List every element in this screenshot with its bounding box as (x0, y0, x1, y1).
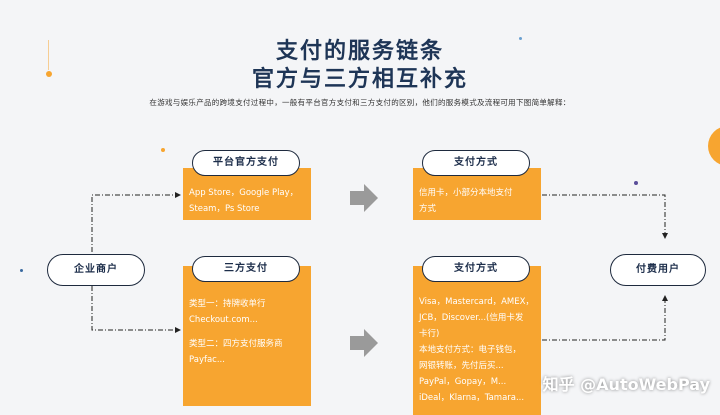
arrow-right-icon (350, 184, 378, 212)
decor-dot (519, 37, 522, 40)
connector-method-bottom-to-user (542, 295, 668, 341)
watermark: 知乎 @AutoWebPay (542, 375, 710, 394)
decor-dot (20, 269, 23, 272)
merchant-node: 企业商户 (47, 254, 145, 286)
platform-payment-panel: App Store，Google Play， Steam，Ps Store (183, 168, 311, 220)
platform-payment-node: 平台官方支付 (192, 150, 300, 176)
panel-line: Visa，Mastercard，AMEX， (419, 297, 534, 307)
panel-line (189, 328, 305, 336)
panel-line: 本地支付方式：电子钱包， (419, 345, 522, 355)
panel-line: 网银转账，先付后买... (419, 361, 504, 371)
panel-line: 类型二：四方支付服务商 (189, 339, 283, 349)
decor-dot (46, 71, 52, 77)
page-title-line2: 官方与三方相互补充 (251, 67, 468, 92)
intro-text: 在游戏与娱乐产品的跨境支付过程中，一般有平台官方支付和三方支付的区别，他们的服务… (149, 98, 571, 107)
third-party-payment-node: 三方支付 (192, 256, 300, 282)
payment-method-top-panel: 信用卡，小部分本地支付 方式 (413, 168, 541, 220)
page-title-line1: 支付的服务链条 (275, 39, 444, 64)
arrow-right-icon (350, 329, 378, 357)
panel-line: 方式 (419, 204, 437, 214)
panel-line: JCB，Discover...(信用卡发 (419, 313, 524, 323)
paying-user-node: 付费用户 (610, 254, 706, 286)
payment-method-bottom-node: 支付方式 (422, 256, 530, 282)
third-party-payment-panel: 类型一：持牌收单行 Checkout.com... 类型二：四方支付服务商 Pa… (183, 266, 311, 406)
panel-line: App Store，Google Play， (189, 188, 299, 198)
panel-line: Payfac... (189, 355, 225, 365)
connector-method-top-to-user (542, 194, 668, 239)
panel-line: 卡行) (419, 329, 440, 339)
panel-line: Steam，Ps Store (189, 204, 260, 214)
decor-dot (708, 126, 720, 166)
panel-line: 类型一：持牌收单行 (189, 299, 266, 309)
decor-line (48, 40, 49, 70)
panel-line: Checkout.com... (189, 315, 258, 325)
panel-line: PayPal，Gopay，M... (419, 377, 507, 387)
panel-line: iDeal，Klarna，Tamara... (419, 393, 525, 403)
connector-merchant-to-platform (91, 192, 181, 252)
decor-dot (161, 148, 165, 152)
payment-method-top-node: 支付方式 (422, 150, 530, 176)
panel-line: 信用卡，小部分本地支付 (419, 188, 513, 198)
decor-dot (634, 181, 638, 185)
connector-merchant-to-thirdparty (91, 286, 181, 333)
payment-method-bottom-panel: Visa，Mastercard，AMEX， JCB，Discover...(信用… (413, 266, 541, 415)
